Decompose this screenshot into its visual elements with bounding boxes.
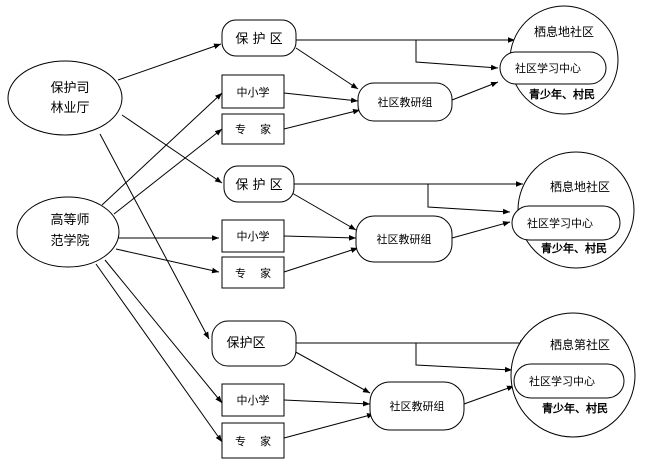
school-node-1 bbox=[221, 74, 285, 109]
center-node-1 bbox=[499, 51, 607, 85]
school-node-3 bbox=[221, 383, 285, 417]
edge-g2-reserve-research bbox=[291, 192, 357, 231]
edge-g1-reserve-research bbox=[295, 47, 359, 90]
school-label-2: 中小学 bbox=[237, 229, 270, 243]
university-node: 高等师 范学院 bbox=[16, 196, 120, 268]
expert-node-3 bbox=[221, 422, 285, 459]
edge-g1-research-center bbox=[451, 81, 499, 101]
forestry-node: 保护司 林业厅 bbox=[7, 60, 123, 136]
edge-g1-expert-research bbox=[283, 108, 361, 130]
edge-univ-expert-1 bbox=[113, 128, 223, 215]
edge-forestry-reserve-1 bbox=[117, 43, 222, 81]
school-node-2 bbox=[221, 219, 285, 253]
center-label-3: 社区学习中心 bbox=[529, 374, 595, 388]
connectors bbox=[95, 37, 527, 443]
edge-g1-school-research bbox=[283, 92, 359, 104]
research-label-2: 社区教研组 bbox=[377, 232, 432, 246]
center-node-3 bbox=[513, 363, 625, 399]
edge-g3-reserve-research bbox=[291, 349, 371, 394]
reserve-label-1: 保 护 区 bbox=[235, 32, 282, 47]
edge-univ-expert-3 bbox=[95, 263, 223, 443]
expert-label-3: 专 家 bbox=[235, 434, 271, 448]
edge-g2-reserve-center bbox=[427, 184, 511, 215]
school-label-3: 中小学 bbox=[237, 393, 270, 407]
community-label-3: 栖息第社区 bbox=[550, 337, 610, 352]
center-node-2 bbox=[511, 205, 621, 241]
community-label-2: 栖息地社区 bbox=[550, 179, 610, 194]
expert-node-2 bbox=[221, 256, 285, 289]
community-label-1: 栖息地社区 bbox=[534, 24, 594, 39]
reserve-label-3: 保护区 bbox=[226, 336, 265, 351]
research-node-3 bbox=[369, 381, 465, 431]
center-label-1: 社区学习中心 bbox=[515, 61, 581, 75]
university-label-line1: 高等师 bbox=[50, 212, 89, 228]
edge-g3-school-research bbox=[283, 399, 371, 407]
people-label-1: 青少年、村民 bbox=[529, 87, 595, 101]
expert-node-1 bbox=[221, 113, 285, 145]
reserve-node-1 bbox=[221, 19, 297, 57]
edge-g2-research-center bbox=[451, 221, 511, 239]
university-label-line2: 范学院 bbox=[50, 233, 89, 249]
school-label-1: 中小学 bbox=[237, 85, 270, 99]
edge-g2-expert-research bbox=[283, 247, 359, 273]
edge-forestry-reserve-2 bbox=[121, 114, 223, 184]
research-node-2 bbox=[355, 215, 453, 263]
edge-g3-expert-research bbox=[283, 413, 375, 439]
group-1: 保 护 区 中小学 专 家 社区教研组 栖息地社区 社区学习中心 青少年、村民 bbox=[221, 5, 619, 145]
edge-g3-research-center bbox=[463, 385, 515, 405]
people-label-2: 青少年、村民 bbox=[541, 241, 607, 255]
edge-g1-reserve-center bbox=[415, 40, 499, 71]
forestry-label-line2: 林业厅 bbox=[50, 101, 89, 116]
forestry-label-line1: 保护司 bbox=[50, 81, 89, 96]
group-3: 保护区 中小学 专 家 社区教研组 栖息第社区 社区学习中心 青少年、村民 bbox=[211, 312, 636, 459]
edge-g2-school-research bbox=[283, 235, 357, 241]
edge-g3-reserve-center bbox=[415, 343, 513, 373]
research-node-1 bbox=[357, 82, 453, 122]
expert-label-1: 专 家 bbox=[235, 122, 271, 136]
research-label-3: 社区教研组 bbox=[390, 399, 445, 413]
reserve-label-2: 保 护 区 bbox=[235, 178, 282, 193]
research-label-1: 社区教研组 bbox=[378, 95, 433, 109]
reserve-node-3 bbox=[211, 320, 297, 367]
center-label-2: 社区学习中心 bbox=[527, 216, 593, 230]
group-2: 保 护 区 中小学 专 家 社区教研组 栖息地社区 社区学习中心 青少年、村民 bbox=[221, 151, 635, 289]
expert-label-2: 专 家 bbox=[235, 266, 271, 280]
edge-univ-school-3 bbox=[104, 259, 223, 404]
people-label-3: 青少年、村民 bbox=[542, 401, 608, 415]
edge-forestry-reserve-3 bbox=[99, 133, 210, 340]
reserve-node-2 bbox=[223, 165, 295, 203]
edge-univ-expert-2 bbox=[115, 248, 220, 274]
edge-univ-school-1 bbox=[101, 92, 223, 206]
